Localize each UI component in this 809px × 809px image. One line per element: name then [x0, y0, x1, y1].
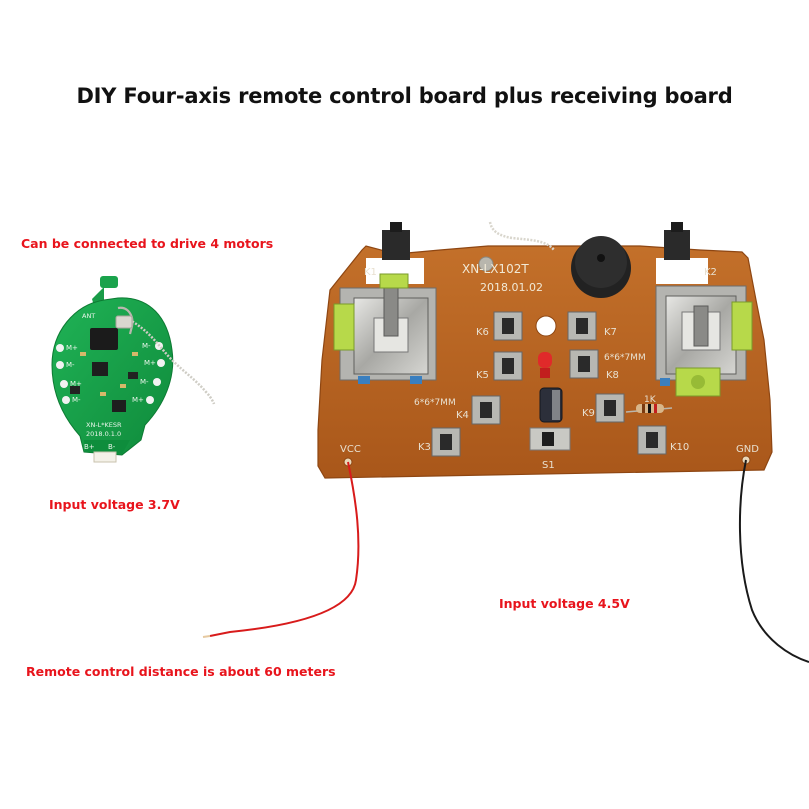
- caption-distance: Remote control distance is about 60 mete…: [26, 664, 336, 679]
- gnd-wire-black: [738, 459, 809, 663]
- receiver-board: M+ M- M+ M- M- M+ M- M+ ANT XN-L*KESR 20…: [51, 276, 216, 463]
- label-size-right: 6*6*7MM: [604, 353, 646, 363]
- transmitter-board: XN-LX102T 2018.01.02 K1 K2 K6 K7 K5 K8 6…: [317, 221, 773, 479]
- receiver-model: XN-L*KESR: [86, 421, 122, 429]
- receiver-chip-main: [90, 328, 118, 350]
- label-k5: K5: [476, 370, 489, 381]
- receiver-chip-2: [92, 362, 108, 376]
- receiver-date: 2018.0.1.0: [86, 430, 121, 438]
- power-switch-s1[interactable]: [529, 427, 571, 451]
- receiver-chip-3: [112, 400, 126, 412]
- receiver-tab: [100, 276, 118, 288]
- label-k8: K8: [606, 370, 619, 381]
- left-joystick[interactable]: [333, 273, 437, 384]
- button-k5[interactable]: [493, 351, 523, 381]
- right-joystick[interactable]: [655, 285, 753, 397]
- label-k6: K6: [476, 327, 489, 338]
- label-k10: K10: [670, 442, 689, 453]
- receiver-connector: [93, 451, 117, 463]
- receiver-label-m2: M-: [66, 361, 75, 369]
- receiver-label-m8: M+: [132, 396, 144, 404]
- button-k9[interactable]: [595, 393, 625, 423]
- receiver-label-m7: M-: [140, 378, 149, 386]
- button-k10[interactable]: [637, 425, 667, 455]
- label-k4: K4: [456, 410, 469, 421]
- title: DIY Four-axis remote control board plus …: [76, 84, 733, 108]
- transmitter-model: XN-LX102T: [462, 262, 529, 276]
- capacitor: [539, 387, 563, 423]
- label-1k: 1K: [644, 395, 657, 405]
- led: [538, 352, 552, 378]
- button-k7[interactable]: [567, 311, 597, 341]
- receiver-antenna-wire: [125, 316, 216, 405]
- resistor-1k: [625, 404, 673, 413]
- label-k7: K7: [604, 327, 617, 338]
- label-k3: K3: [418, 442, 431, 453]
- vcc-wire-red: [209, 461, 360, 637]
- button-k3[interactable]: [431, 427, 461, 457]
- button-k6[interactable]: [493, 311, 523, 341]
- caption-input-large: Input voltage 4.5V: [499, 596, 630, 611]
- receiver-label-m3: M+: [70, 380, 82, 388]
- receiver-label-bplus: B+: [84, 443, 95, 451]
- label-gnd: GND: [736, 444, 759, 455]
- receiver-label-m5: M-: [142, 342, 151, 350]
- label-k2: K2: [704, 267, 717, 278]
- button-k8[interactable]: [569, 349, 599, 379]
- button-k4[interactable]: [471, 395, 501, 425]
- transmitter-hole: [535, 315, 557, 337]
- caption-input-small: Input voltage 3.7V: [49, 497, 180, 512]
- receiver-label-m6: M+: [144, 359, 156, 367]
- receiver-label-ant: ANT: [82, 312, 95, 320]
- transmitter-antenna-coil: [488, 221, 555, 251]
- label-k1: K1: [364, 267, 377, 278]
- k2-switch: [664, 230, 690, 260]
- transmitter-date: 2018.01.02: [480, 281, 543, 294]
- label-vcc: VCC: [340, 444, 361, 455]
- label-s1: S1: [542, 460, 555, 471]
- receiver-label-m4: M-: [72, 396, 81, 404]
- receiver-label-m1: M+: [66, 344, 78, 352]
- label-size-left: 6*6*7MM: [414, 398, 456, 408]
- caption-motors: Can be connected to drive 4 motors: [21, 236, 274, 251]
- receiver-pcb: [51, 297, 174, 456]
- k1-switch: [382, 230, 410, 260]
- receiver-label-bminus: B-: [108, 443, 116, 451]
- label-k9: K9: [582, 408, 595, 419]
